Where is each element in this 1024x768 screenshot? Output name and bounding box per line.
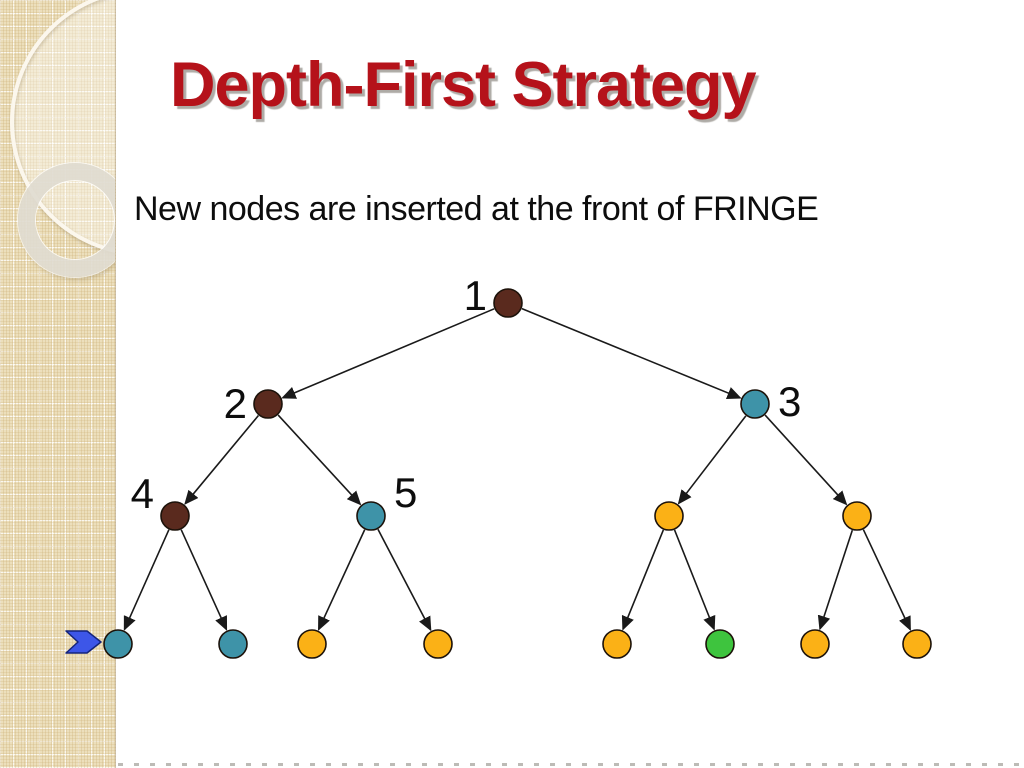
tree-edge-n4-n8: [123, 529, 170, 631]
tree-node-n3-teal: [740, 389, 770, 419]
tree-node-n7-yellow: [842, 501, 872, 531]
tree-node-n4-brown: [160, 501, 190, 531]
tree-edge-n5-n10: [317, 529, 366, 631]
tree-node-label-4: 4: [131, 470, 154, 517]
page-title: Depth-First Strategy: [170, 50, 757, 120]
tree-edge-n1-n3: [521, 307, 742, 400]
tree-edge-n5-n11: [377, 528, 432, 632]
tree-edge-n1-n2: [281, 308, 495, 399]
tree-node-n12-yellow: [602, 629, 632, 659]
current-node-pointer-icon: [65, 630, 102, 654]
tree-node-label-1: 1: [464, 272, 487, 319]
tree-node-n13-green: [705, 629, 735, 659]
tree-node-n10-yellow: [297, 629, 327, 659]
tree-node-n15-yellow: [902, 629, 932, 659]
tree-node-n9-teal: [218, 629, 248, 659]
slide-bottom-dashed-edge: [118, 763, 1024, 766]
tree-edge-n4-n9: [180, 529, 228, 631]
tree-edge-n2-n5: [277, 414, 362, 506]
tree-node-n1-brown: [493, 288, 523, 318]
tree-edge-n6-n13: [673, 529, 716, 631]
tree-edge-n3-n6: [677, 415, 747, 505]
tree-edge-n2-n4: [184, 415, 260, 505]
tree-edge-n6-n12: [621, 529, 665, 631]
tree-node-n6-yellow: [654, 501, 684, 531]
tree-edge-n7-n15: [862, 529, 911, 631]
tree-node-label-3: 3: [778, 378, 801, 425]
tree-node-label-2: 2: [224, 380, 247, 427]
tree-node-n8-teal: [103, 629, 133, 659]
tree-node-label-5: 5: [394, 469, 417, 516]
slide-subtitle: New nodes are inserted at the front of F…: [134, 190, 819, 228]
tree-node-n14-yellow: [800, 629, 830, 659]
tree-edge-n3-n7: [764, 414, 848, 506]
tree-node-n11-yellow: [423, 629, 453, 659]
tree-edge-n7-n14: [817, 530, 854, 631]
tree-node-n5-teal: [356, 501, 386, 531]
sidebar-pattern: [0, 0, 116, 768]
tree-node-n2-brown: [253, 389, 283, 419]
